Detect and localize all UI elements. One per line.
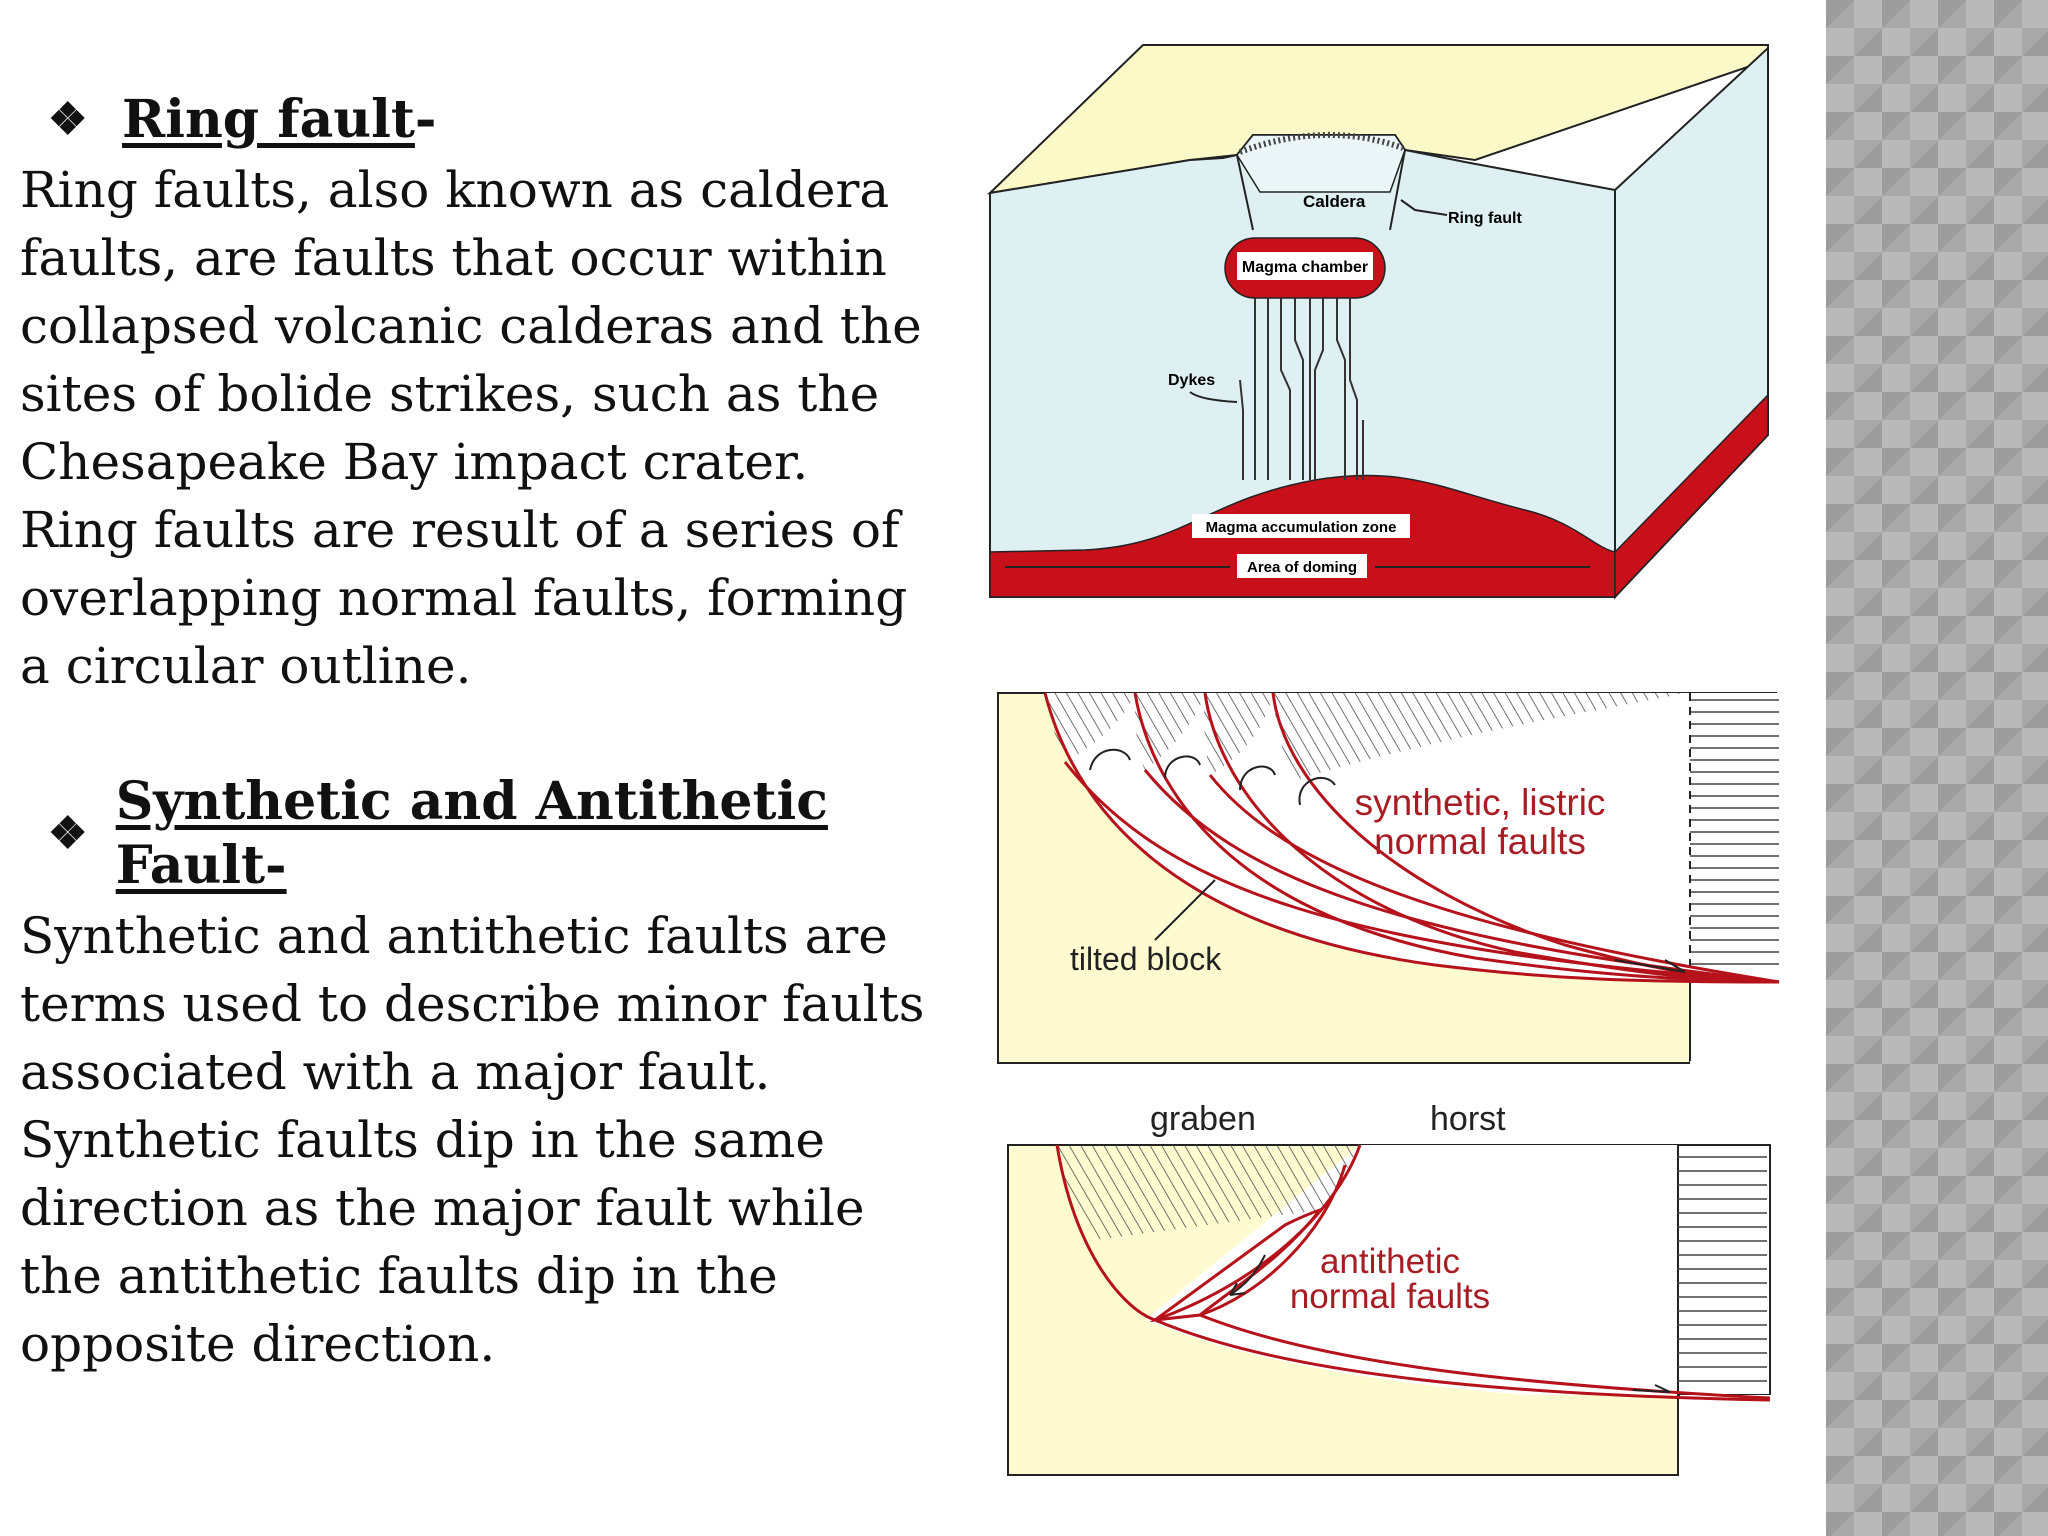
synthetic-faults-diagram: synthetic, listric normal faults tilted …: [997, 692, 1780, 1065]
doming-label: Area of doming: [1247, 559, 1357, 576]
fig2-slip-arrow-icon: [1614, 959, 1686, 973]
ring-fault-arrow-icon: [1400, 199, 1448, 216]
ring-fault-line-right: [1389, 149, 1406, 231]
ring-fault-title-suffix: -: [414, 89, 437, 150]
fig3-layer-lines: [1678, 1156, 1767, 1382]
horst-label: horst: [1430, 1100, 1506, 1138]
tilted-block-arrow-icon: [1154, 879, 1216, 941]
slide: ❖ Ring fault - Ring faults, also known a…: [20, 44, 1780, 1477]
diamond-bullet-icon: ❖: [48, 94, 88, 145]
fig3-lower-white: [1680, 1395, 1780, 1477]
caldera-fill: [1236, 134, 1406, 193]
synthetic-label-line1: synthetic, listric: [1355, 782, 1606, 823]
rotation-arrow-icons: [1089, 748, 1336, 806]
fig3-slip-arrow-icon: [1632, 1384, 1671, 1393]
dykes-lines: [1239, 298, 1364, 480]
graben-label: graben: [1150, 1100, 1256, 1138]
caldera-hatch: [1238, 132, 1405, 155]
ring-fault-diagram: Magma chamber Caldera Ring fault Dykes M…: [987, 44, 1769, 600]
magma-chamber-label: Magma chamber: [1242, 259, 1368, 276]
ring-fault-line-left: [1236, 154, 1254, 231]
accumulation-label-box: [1192, 514, 1410, 538]
dykes-arrow-icon: [1189, 391, 1238, 403]
synthetic-antithetic-body: Synthetic and antithetic faults are term…: [20, 907, 925, 1373]
antithetic-label-line2: normal faults: [1290, 1277, 1490, 1316]
ring-fault-heading: ❖ Ring fault -: [48, 88, 940, 152]
magma-base-side: [1614, 393, 1769, 599]
decorative-side-panel: [1826, 0, 2048, 1536]
fig2-hatch-3: [1204, 693, 1273, 775]
synthetic-antithetic-heading: ❖ Synthetic and Antithetic Fault-: [48, 770, 940, 898]
antithetic-label-line1: antithetic: [1320, 1242, 1460, 1281]
ring-fault-body: Ring faults, also known as caldera fault…: [20, 161, 922, 695]
magma-chamber-label-box: [1237, 252, 1373, 280]
dykes-label: Dykes: [1168, 372, 1215, 389]
tilted-block-label: tilted block: [1070, 941, 1222, 977]
fig3-rotation-arrow-icon: [1229, 1254, 1266, 1296]
fig2-hatch-1: [1045, 693, 1135, 762]
diamond-bullet-icon: ❖: [48, 808, 88, 859]
text-column: ❖ Ring fault - Ring faults, also known a…: [20, 88, 940, 1378]
antithetic-faults-diagram: graben horst: [1007, 1100, 1780, 1477]
fig3-fault-lines: [1055, 1144, 1771, 1402]
caldera-label: Caldera: [1303, 192, 1366, 211]
ring-fault-title: Ring fault: [122, 89, 415, 150]
fig3-right-strip: [1677, 1144, 1771, 1396]
synthetic-antithetic-title: Synthetic and Antithetic Fault-: [115, 771, 828, 896]
accumulation-label: Magma accumulation zone: [1206, 519, 1397, 536]
doming-label-box: [1237, 554, 1367, 578]
fig2-white-cut: [1690, 980, 1780, 1065]
fig2-hatch-4: [1273, 693, 1685, 780]
fig3-hatch: [1057, 1145, 1360, 1240]
fig2-layer-lines: [1690, 699, 1779, 965]
synthetic-label-line2: normal faults: [1374, 821, 1586, 862]
ring-fault-label: Ring fault: [1448, 210, 1522, 227]
